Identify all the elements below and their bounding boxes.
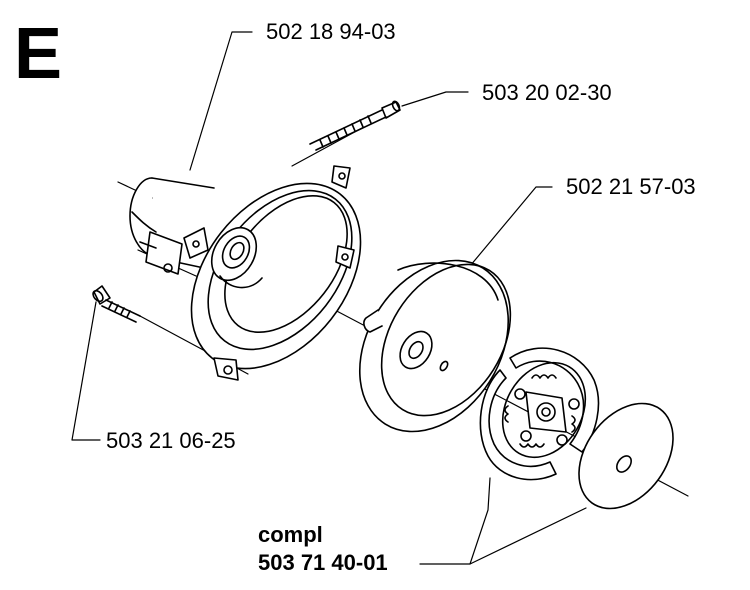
leader-503-21-06-25 — [71, 301, 101, 441]
part-label-clutch-drum: 502 21 57-03 — [566, 174, 696, 199]
section-letter: E — [14, 14, 63, 94]
leader-compl-assembly — [419, 477, 491, 565]
leader-assembly-washer — [469, 507, 587, 565]
leader-lines — [71, 31, 587, 565]
clutch-drum — [358, 259, 512, 433]
washer-disc — [578, 402, 674, 510]
clutch-shoes — [479, 347, 600, 481]
leader-502-21-57-03 — [459, 186, 553, 279]
assembly-number-label: 503 71 40-01 — [258, 550, 388, 575]
assembly-prefix-label: compl — [258, 522, 323, 547]
leader-503-20-02-30 — [401, 91, 469, 107]
housing-screw — [309, 100, 401, 151]
part-label-housing-screw: 503 20 02-30 — [482, 80, 612, 105]
leader-502-18-94-03 — [189, 31, 253, 171]
part-label-clutch-drum-housing: 502 18 94-03 — [266, 19, 396, 44]
clutch-drum-housing — [129, 165, 362, 381]
mounting-screw — [92, 285, 141, 323]
part-label-mounting-screw: 503 21 06-25 — [106, 428, 236, 453]
